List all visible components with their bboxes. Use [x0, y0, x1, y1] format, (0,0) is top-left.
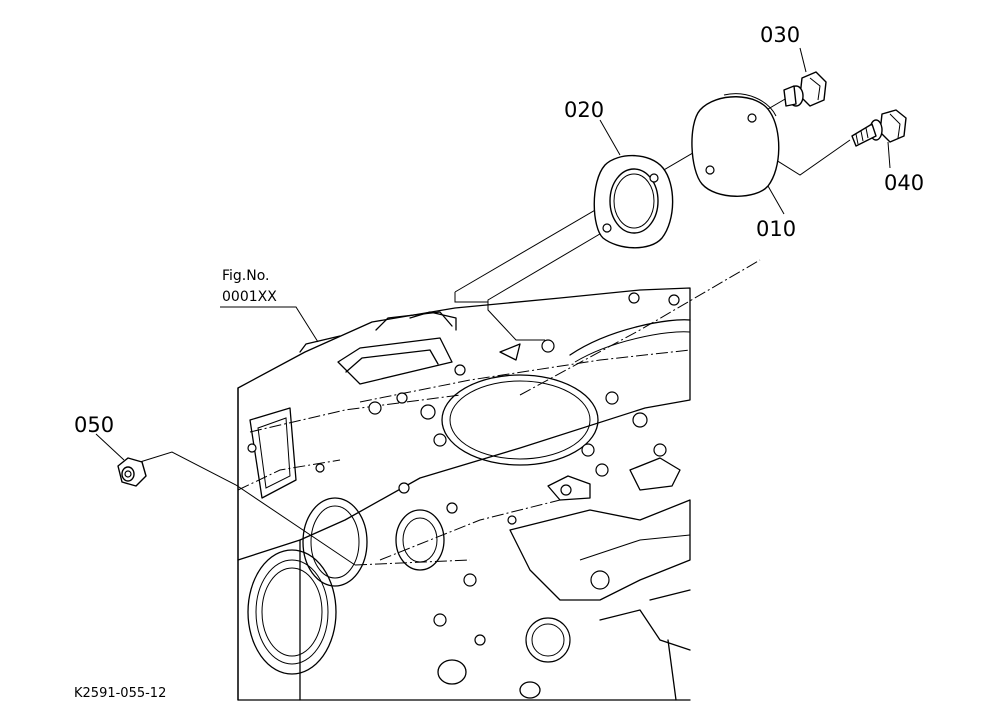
- part-050-nut: [117, 457, 147, 487]
- callout-040: 040: [884, 171, 924, 195]
- figure-ref-number: 0001XX: [222, 289, 277, 305]
- callout-leaders: [95, 47, 891, 461]
- callout-050: 050: [74, 413, 114, 437]
- callout-020: 020: [564, 98, 604, 122]
- part-040-bolt: [851, 109, 907, 147]
- engine-block: [237, 287, 691, 701]
- figure-ref-label: Fig.No.: [222, 268, 270, 284]
- part-010-cover-plate: [691, 93, 780, 197]
- callout-030: 030: [760, 23, 800, 47]
- part-030-bolt: [783, 71, 827, 107]
- diagram-code: K2591-055-12: [74, 686, 166, 701]
- part-020-gasket: [593, 154, 674, 249]
- callout-010: 010: [756, 217, 796, 241]
